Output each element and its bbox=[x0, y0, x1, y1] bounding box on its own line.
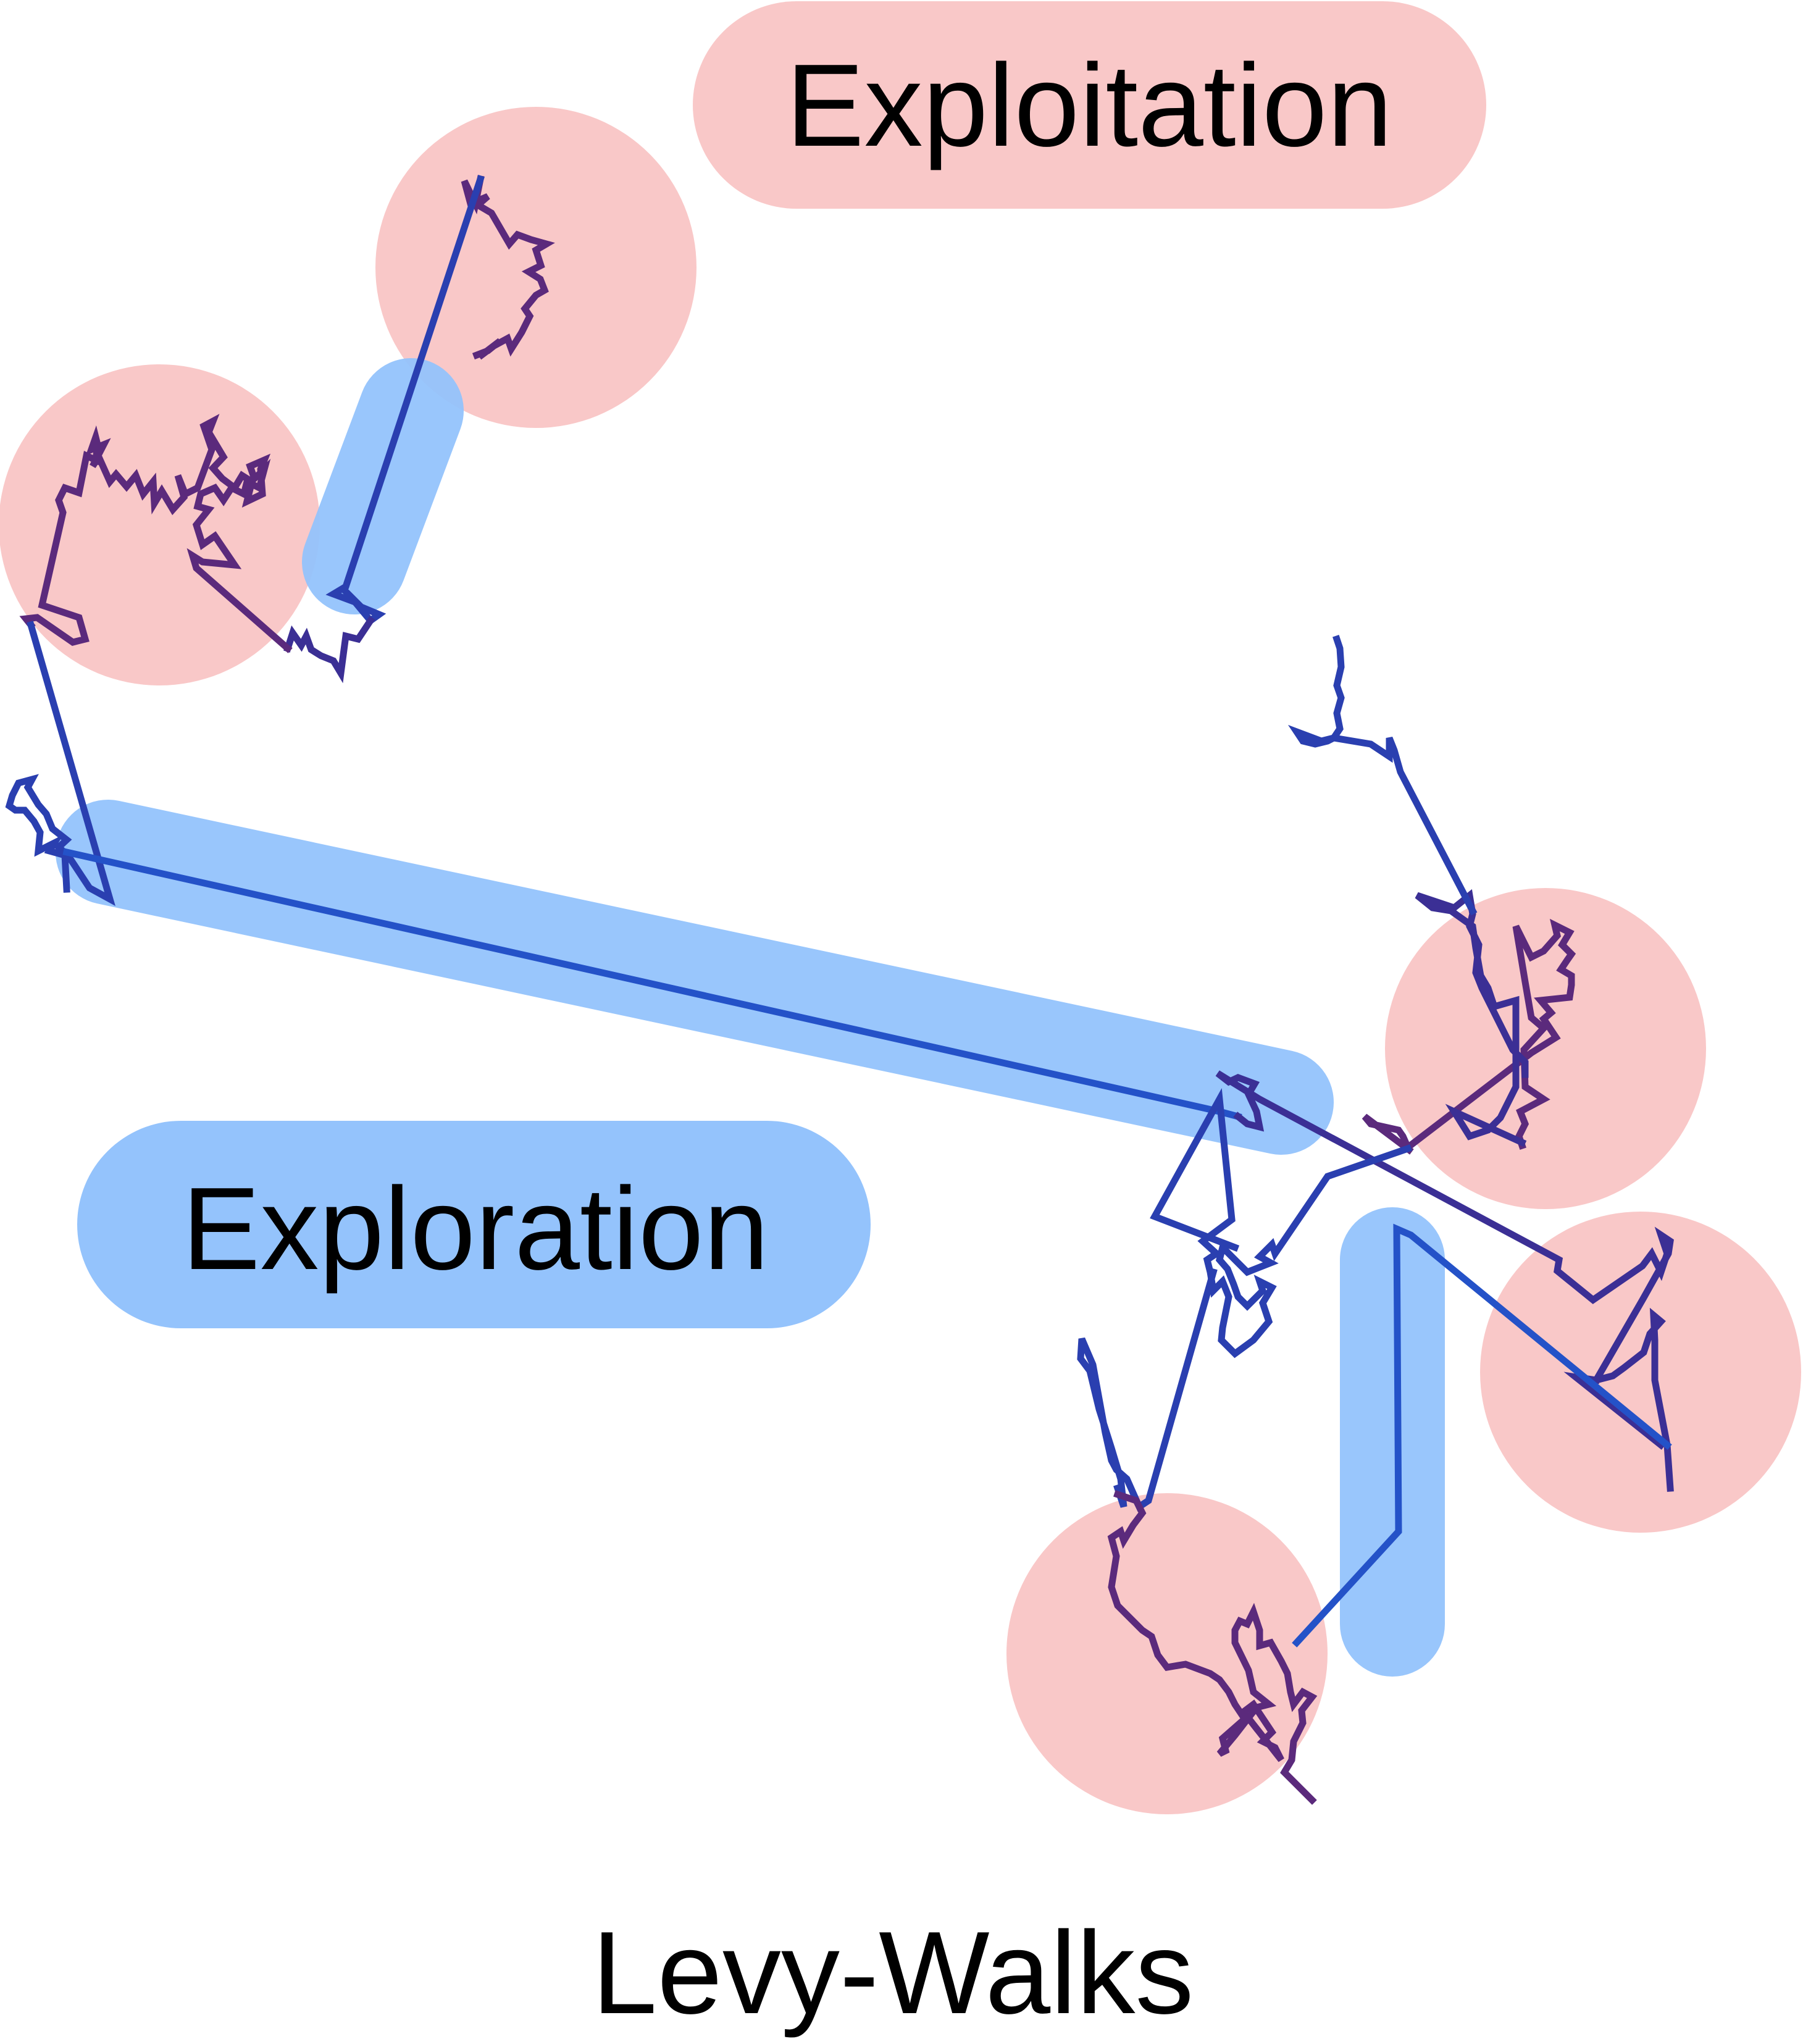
exploration-jump-long bbox=[56, 800, 1334, 1155]
exploration-text: Exploration bbox=[182, 1163, 769, 1294]
exploitation-circle-bottom bbox=[1006, 1493, 1328, 1814]
walk-segment-left-cluster bbox=[19, 414, 293, 653]
exploitation-circle-right-upper bbox=[1385, 888, 1706, 1209]
walk-segment-top-cluster bbox=[461, 175, 555, 360]
walk-segment-descent bbox=[5, 621, 115, 907]
exploitation-circle-right-lower bbox=[1480, 1212, 1801, 1533]
walk-segment-mid-cluster bbox=[1215, 1070, 1674, 1492]
walk-segment-long-jump bbox=[62, 848, 1242, 1121]
exploitation-label: Exploitation bbox=[693, 1, 1486, 209]
walk-segment-bottom-descent bbox=[1077, 1268, 1218, 1512]
exploitation-text: Exploitation bbox=[786, 40, 1392, 171]
walk-segment-jump-1 bbox=[325, 175, 485, 626]
exploration-pill bbox=[77, 1121, 871, 1328]
exploration-label: Exploration bbox=[77, 1121, 871, 1328]
walk-segment-bottom-cluster bbox=[1107, 1490, 1318, 1805]
diagram-caption: Levy-Walks bbox=[592, 1908, 1194, 2038]
walk-segment-upper-branch bbox=[1415, 889, 1529, 1147]
levy-walk-trajectory bbox=[5, 175, 1674, 1805]
walk-segment-middle bbox=[1150, 1087, 1412, 1359]
exploitation-pill bbox=[693, 1, 1486, 209]
walk-segment-link-1 bbox=[283, 616, 375, 684]
walk-segment-climb bbox=[1287, 635, 1478, 916]
walk-segment-vertical-jump bbox=[1292, 1223, 1672, 1648]
